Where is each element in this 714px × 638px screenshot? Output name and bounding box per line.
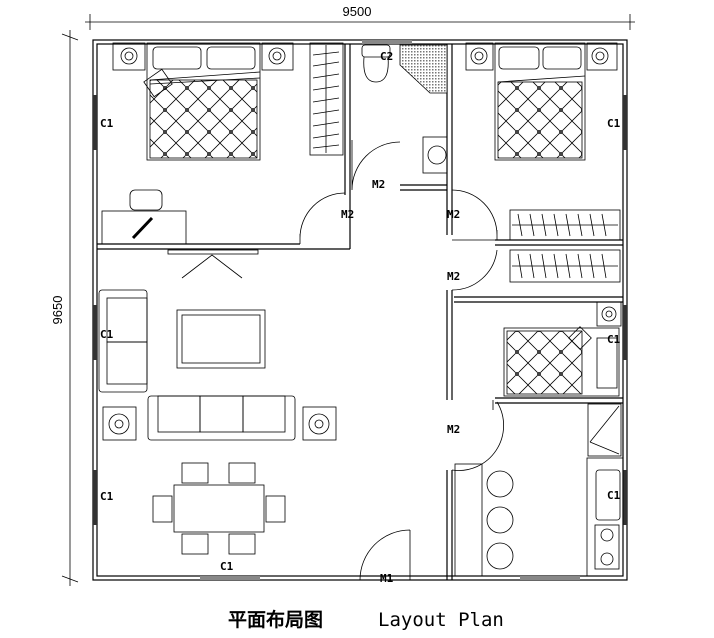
window-label: C1 xyxy=(220,560,234,573)
room-labels: C1 C1 C1 C1 C1 C1 C1 C2 M2 M2 M2 M2 M2 M… xyxy=(100,50,621,585)
window-label: C1 xyxy=(607,489,621,502)
nightstand-left-2 xyxy=(261,42,294,71)
wardrobe-right-1 xyxy=(509,209,621,241)
armchair-sofa xyxy=(98,289,148,393)
title-chinese: 平面布局图 xyxy=(228,608,323,631)
bar-counter xyxy=(454,463,483,577)
bed-left xyxy=(143,42,261,161)
window-label: C1 xyxy=(607,333,621,346)
wardrobe-left xyxy=(309,42,344,156)
nightstand-left-1 xyxy=(112,42,146,71)
window-label: C1 xyxy=(607,117,621,130)
dimension-width: 9500 xyxy=(85,4,635,30)
bed-small xyxy=(503,326,620,397)
bar-stools xyxy=(486,470,514,570)
side-table-right xyxy=(302,406,337,441)
bathtub xyxy=(399,44,448,94)
washbasin xyxy=(422,136,448,174)
wardrobe-right-2 xyxy=(509,249,621,283)
nightstand-small xyxy=(596,301,622,327)
dimension-height: 9650 xyxy=(50,30,79,586)
kitchen-counter xyxy=(586,457,624,577)
height-dimension-label: 9650 xyxy=(50,296,65,325)
tv xyxy=(176,309,266,369)
window-label: C1 xyxy=(100,328,114,341)
door-label: M2 xyxy=(447,270,460,283)
nightstand-right-1 xyxy=(465,42,494,71)
sofa xyxy=(147,395,296,441)
fridge xyxy=(587,403,622,457)
desk xyxy=(101,189,187,245)
nightstand-right-2 xyxy=(586,42,618,71)
bed-right xyxy=(494,42,586,161)
door-label: M2 xyxy=(447,423,460,436)
tv-console xyxy=(167,249,259,279)
toilet xyxy=(361,44,391,83)
window-label: C2 xyxy=(380,50,393,63)
door-label: M2 xyxy=(447,208,460,221)
window-label: C1 xyxy=(100,490,114,503)
dining-table xyxy=(152,462,286,555)
side-table-left xyxy=(102,406,137,441)
door-label: M2 xyxy=(341,208,354,221)
width-dimension-label: 9500 xyxy=(343,4,372,19)
title-english: Layout Plan xyxy=(378,609,504,631)
doors xyxy=(299,140,504,581)
window-label: C1 xyxy=(100,117,114,130)
door-label: M1 xyxy=(380,572,394,585)
door-label: M2 xyxy=(372,178,385,191)
